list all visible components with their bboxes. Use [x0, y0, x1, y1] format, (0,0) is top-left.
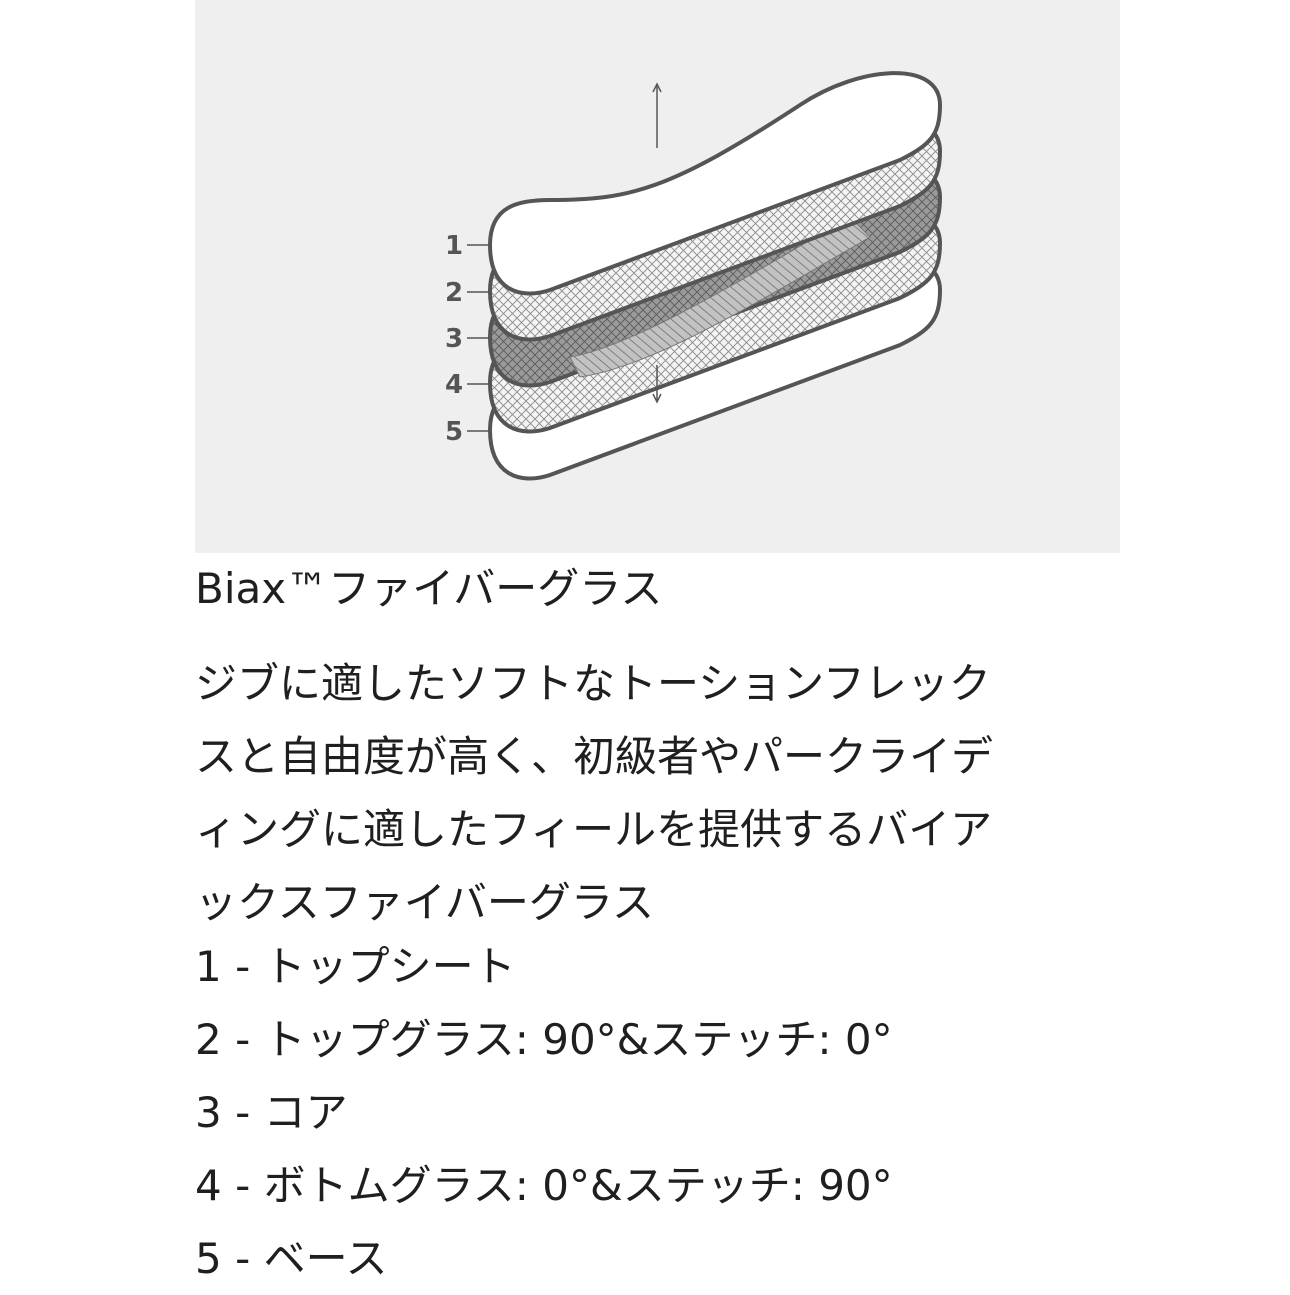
- product-title: Biax™ファイバーグラス: [195, 564, 663, 613]
- legend-item-1: 1 - トップシート: [195, 942, 516, 991]
- layer-3-core: [488, 163, 942, 388]
- description-line: ィングに適したフィールを提供するバイア: [195, 805, 993, 854]
- legend-item-5: 5 - ベース: [195, 1234, 388, 1283]
- description-line: ジブに適したソフトなトーションフレック: [195, 659, 991, 708]
- legend-item-2: 2 - トップグラス: 90°&ステッチ: 0°: [195, 1015, 893, 1064]
- layer-number-2: 2: [445, 278, 463, 308]
- layer-legend: 1 - トップシート 2 - トップグラス: 90°&ステッチ: 0° 3 - …: [195, 930, 893, 1295]
- board-layers-graphic: 1 2 3 4 5: [445, 71, 942, 481]
- up-arrow-icon: [652, 82, 662, 148]
- layer-diagram: 1 2 3 4 5: [195, 0, 1120, 553]
- down-arrow-icon: [652, 365, 662, 404]
- description-line: ックスファイバーグラス: [195, 878, 655, 927]
- legend-item-3: 3 - コア: [195, 1088, 348, 1137]
- legend-item-4: 4 - ボトムグラス: 0°&ステッチ: 90°: [195, 1161, 893, 1210]
- leader-lines: [467, 244, 489, 432]
- description: ジブに適したソフトなトーションフレック スと自由度が高く、初級者やパークライデ …: [195, 647, 1110, 939]
- layer-number-4: 4: [445, 370, 463, 400]
- layer-number-1: 1: [445, 231, 463, 261]
- layer-number-5: 5: [445, 417, 463, 447]
- description-line: スと自由度が高く、初級者やパークライデ: [195, 732, 994, 781]
- layer-number-3: 3: [445, 324, 463, 354]
